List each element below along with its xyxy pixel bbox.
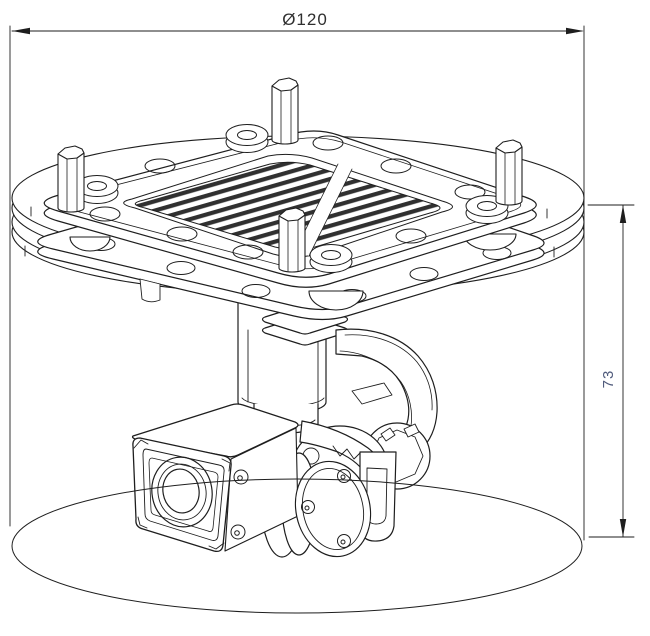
hex-standoff	[495, 139, 523, 206]
arm-slot	[351, 382, 393, 405]
rubber-grommet	[309, 244, 353, 273]
arm-chamfer-line	[344, 334, 433, 411]
camera-bezel-inner	[148, 457, 219, 532]
dimension-height: 73	[587, 204, 635, 538]
fin-recess-outline	[123, 153, 453, 258]
motor-cap	[294, 460, 372, 558]
dimension-diameter: Ø120	[9, 10, 585, 541]
camera-side-screws	[230, 469, 249, 540]
arrowhead-bottom	[619, 519, 627, 537]
drawing-root: Ø120 73	[9, 10, 635, 614]
fin-split-gap	[295, 164, 352, 256]
bottom-plate-tab	[139, 278, 161, 303]
damper-balls	[69, 233, 517, 311]
hex-standoff	[271, 77, 299, 145]
camera-bezel-outer	[142, 448, 225, 541]
rubber-grommet	[465, 195, 509, 224]
arrowhead-right	[566, 27, 584, 35]
ground-circle	[11, 478, 583, 614]
gimbal-arm	[335, 328, 438, 451]
fin-area	[134, 161, 441, 250]
rubber-grommet	[75, 175, 119, 204]
camera-lens	[151, 456, 213, 528]
hex-standoffs	[57, 77, 523, 273]
arrowhead-left	[12, 27, 30, 35]
heatsink-fins	[123, 153, 453, 258]
height-dimension-label: 73	[600, 370, 617, 389]
saddle-teeth	[332, 445, 362, 460]
diameter-dimension-label: Ø120	[282, 10, 328, 29]
rubber-grommet	[225, 124, 269, 153]
cap-screws	[301, 469, 351, 548]
camera-body	[131, 403, 299, 553]
hex-standoff	[57, 145, 85, 213]
top-plate-holes	[89, 135, 486, 260]
rubber-grommets	[75, 124, 509, 273]
arrowhead-top	[619, 205, 627, 223]
hex-standoff	[278, 207, 306, 273]
camera-corner-gussets	[133, 439, 231, 550]
